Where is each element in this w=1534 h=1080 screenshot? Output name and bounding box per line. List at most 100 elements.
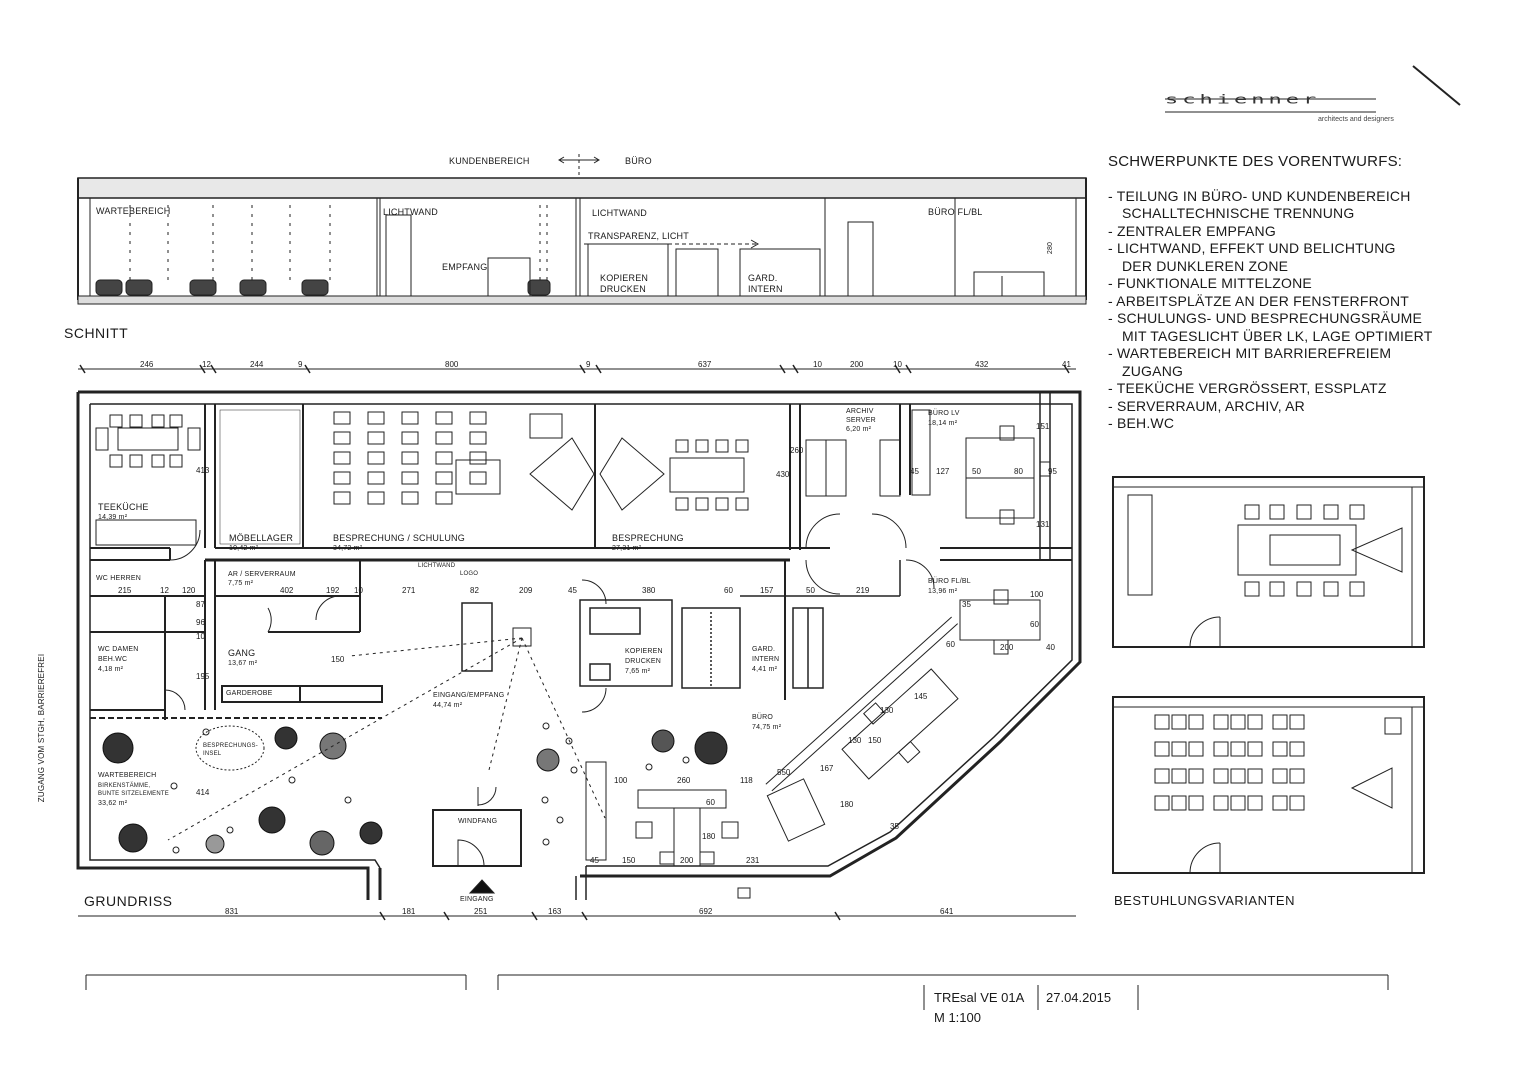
dim-label: 96: [196, 618, 205, 627]
dim-label: 10: [354, 586, 363, 595]
dim-label: 150: [331, 655, 345, 664]
dim-label: 35: [962, 600, 971, 609]
dim-label: 430: [776, 470, 790, 479]
dim-label: 120: [182, 586, 196, 595]
dim-label: 60: [706, 798, 715, 807]
dim-label: 10: [196, 632, 205, 641]
note-item: - WARTEBEREICH MIT BARRIEREFREIEM: [1108, 345, 1392, 361]
dim-label: 150: [622, 856, 636, 865]
dim-label: 130: [848, 736, 862, 745]
room-gang-area: 13,67 m²: [228, 660, 258, 667]
dim-label: 130: [880, 706, 894, 715]
section-heading: SCHNITT: [64, 325, 129, 341]
dim-label: 209: [519, 586, 533, 595]
dim-label: 200: [1000, 643, 1014, 652]
section-label-buero-flbl: BÜRO FL/BL: [928, 207, 983, 217]
design-notes: SCHWERPUNKTE DES VORENTWURFS: - TEILUNG …: [1108, 153, 1433, 433]
entrance-label: EINGANG: [460, 896, 494, 903]
dim-label: 200: [850, 360, 864, 369]
dim-label: 271: [402, 586, 416, 595]
dim-label: 260: [790, 446, 804, 455]
room-buero-flbl-area: 13,96 m²: [928, 588, 958, 595]
dim-label: 195: [196, 672, 210, 681]
room-archiv-server: SERVER: [846, 417, 876, 424]
seating-variants: [1112, 476, 1425, 874]
dim-label: 87: [196, 600, 205, 609]
plan-heading: GRUNDRISS: [84, 893, 173, 909]
dim-label: 641: [940, 907, 954, 916]
dim-label: 260: [677, 776, 691, 785]
section-label-buero: BÜRO: [625, 156, 652, 166]
room-moebellager-name: MÖBELLAGER: [229, 533, 294, 543]
dim-label: 414: [196, 788, 210, 797]
dim-label: 45: [910, 467, 919, 476]
dim-label: 45: [568, 586, 577, 595]
dim-label: 692: [699, 907, 713, 916]
dim-label: 95: [1048, 467, 1057, 476]
section-label-gard: GARD.: [748, 273, 778, 283]
note-item: - SCHULUNGS- UND BESPRECHUNGSRÄUME: [1108, 310, 1423, 326]
dim-label: 80: [1014, 467, 1023, 476]
room-ar-serverraum-area: 7,75 m²: [228, 580, 254, 587]
section-label-empfang: EMPFANG: [442, 262, 488, 272]
room-besprechung-schulung-name: BESPRECHUNG / SCHULUNG: [333, 533, 465, 543]
room-archiv-name: ARCHIV: [846, 408, 874, 415]
dim-label: 41: [1062, 360, 1071, 369]
dim-label: 163: [548, 907, 562, 916]
dim-label: 637: [698, 360, 712, 369]
room-eingang-empfang-area: 44,74 m²: [433, 702, 463, 709]
section-label-lichtwand-1: LICHTWAND: [383, 207, 438, 217]
section-label-wartebereich: WARTEBEREICH: [96, 206, 171, 216]
dim-label: 402: [280, 586, 294, 595]
dim-label: 150: [868, 736, 882, 745]
room-kopieren-name: KOPIEREN: [625, 648, 663, 655]
room-wc-damen-name: WC DAMEN: [98, 646, 139, 653]
room-wartebereich-sub1: BIRKENSTÄMME,: [98, 783, 151, 789]
dim-label: 231: [746, 856, 760, 865]
dim-label: 45: [590, 856, 599, 865]
note-item: - FUNKTIONALE MITTELZONE: [1108, 275, 1312, 291]
dim-label: 800: [445, 360, 459, 369]
dim-label: 145: [914, 692, 928, 701]
room-eingang-empfang-name: EINGANG/EMPFANG: [433, 692, 505, 699]
room-wc-herren-name: WC HERREN: [96, 575, 141, 582]
dim-label: 127: [936, 467, 950, 476]
room-buero-name: BÜRO: [752, 714, 774, 721]
note-item: - TEILUNG IN BÜRO- UND KUNDENBEREICH: [1108, 187, 1411, 204]
dim-label: 40: [1046, 643, 1055, 652]
logo-mark: [1165, 65, 1461, 113]
dim-label: 215: [118, 586, 132, 595]
room-gard-intern: INTERN: [752, 656, 780, 663]
footer-date: 27.04.2015: [1046, 990, 1112, 1005]
room-moebellager-area: 10,42 m²: [229, 545, 259, 552]
dim-label: 151: [1036, 422, 1050, 431]
dim-label: 380: [642, 586, 656, 595]
dim-label: 180: [702, 832, 716, 841]
room-wartebereich-name: WARTEBEREICH: [98, 772, 157, 779]
room-buero-flbl-name: BÜRO FL/BL: [928, 578, 971, 585]
room-gard-name: GARD.: [752, 646, 776, 653]
room-kopieren-area: 7,65 m²: [625, 668, 651, 675]
plan-drawing: [76, 364, 1082, 921]
dim-label: 244: [250, 360, 264, 369]
room-besprechung-schulung-area: 34,72 m²: [333, 545, 363, 552]
dim-label: 60: [724, 586, 733, 595]
dim-label: 246: [140, 360, 154, 369]
section-drawing: [77, 154, 1087, 305]
room-garderobe-name: GARDEROBE: [226, 690, 273, 697]
dim-label: 181: [402, 907, 416, 916]
dim-label: 9: [586, 360, 591, 369]
room-buero-area: 74,75 m²: [752, 724, 782, 731]
section-label-kopieren: KOPIEREN: [600, 273, 649, 283]
note-item: - SERVERRAUM, ARCHIV, AR: [1108, 397, 1305, 414]
room-archiv-area: 6,20 m²: [846, 426, 872, 433]
dim-label: 50: [806, 586, 815, 595]
dim-label: 10: [893, 360, 902, 369]
dim-label: 157: [760, 586, 774, 595]
room-gard-area: 4,41 m²: [752, 666, 778, 673]
section-label-transparenz: TRANSPARENZ, LICHT: [588, 231, 689, 241]
logo-wordmark: schienner: [1165, 93, 1321, 107]
room-teekueche-area: 14,39 m²: [98, 514, 128, 521]
room-besprechungsinsel-name: BESPRECHUNGS-: [203, 743, 258, 749]
